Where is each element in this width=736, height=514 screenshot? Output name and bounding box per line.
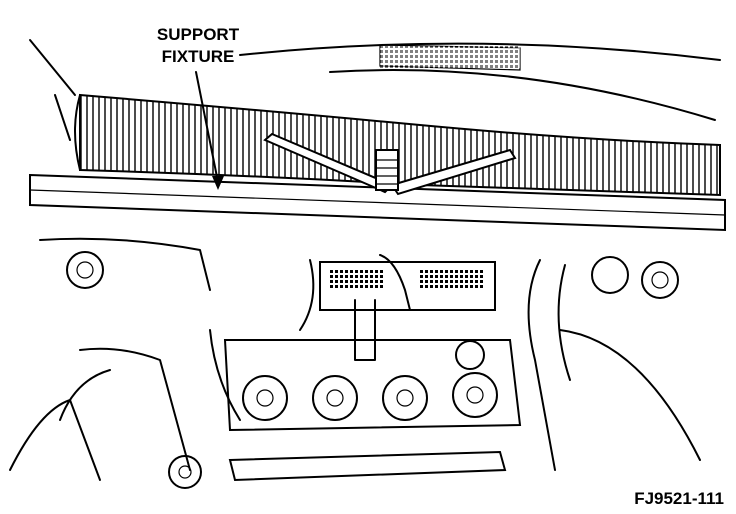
callout-arrowhead bbox=[212, 176, 224, 190]
engine-assembly bbox=[9, 237, 701, 489]
callout-label-line1: SUPPORT bbox=[157, 25, 240, 44]
fixture-arms bbox=[263, 132, 517, 196]
callout-leader-line bbox=[195, 71, 219, 183]
hood-panel bbox=[29, 39, 721, 141]
support-fixture-callout: SUPPORT FIXTURE bbox=[157, 25, 240, 190]
support-fixture-bar bbox=[29, 173, 726, 232]
callout-label-line2: FIXTURE bbox=[162, 47, 235, 66]
figure-id-label: FJ9521-111 bbox=[634, 489, 724, 508]
cowl-panel bbox=[74, 93, 721, 197]
